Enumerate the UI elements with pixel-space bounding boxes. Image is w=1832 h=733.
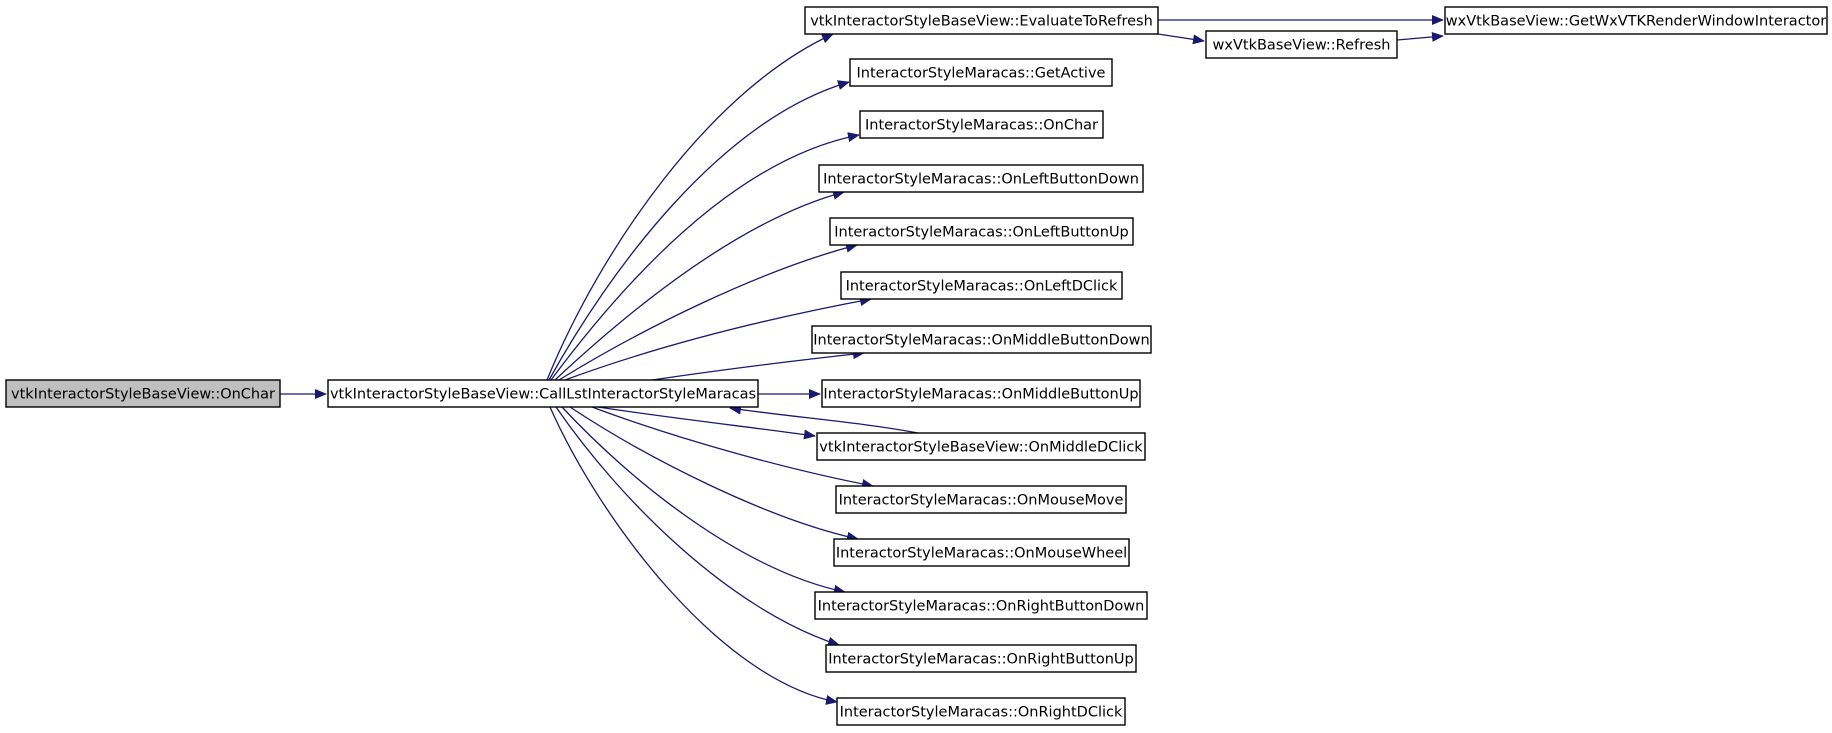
node-onchar-root[interactable]: vtkInteractorStyleBaseView::OnChar — [5, 379, 281, 408]
edge-calllst-to-getactive — [548, 80, 850, 381]
node-box — [829, 217, 1134, 246]
node-box — [327, 379, 759, 408]
edge-calllst-to-onleftdown — [554, 190, 845, 381]
node-onmousemove[interactable]: InteractorStyleMaracas::OnMouseMove — [835, 485, 1127, 514]
node-refresh[interactable]: wxVtkBaseView::Refresh — [1205, 30, 1398, 59]
node-box — [1205, 30, 1398, 59]
node-onmiddledclick[interactable]: vtkInteractorStyleBaseView::OnMiddleDCli… — [816, 432, 1146, 461]
node-onleftdown[interactable]: InteractorStyleMaracas::OnLeftButtonDown — [818, 164, 1144, 193]
node-label: InteractorStyleMaracas::OnLeftButtonUp — [834, 225, 1129, 241]
node-onchar[interactable]: InteractorStyleMaracas::OnChar — [859, 110, 1104, 139]
node-label: InteractorStyleMaracas::OnChar — [865, 118, 1098, 134]
node-label: vtkInteractorStyleBaseView::OnChar — [11, 387, 275, 403]
node-box — [825, 644, 1137, 673]
edge-refresh-to-getwxvtk — [1396, 31, 1444, 42]
node-box — [840, 271, 1123, 300]
node-box — [833, 538, 1130, 567]
node-onrightdown[interactable]: InteractorStyleMaracas::OnRightButtonDow… — [814, 591, 1148, 620]
node-label: InteractorStyleMaracas::OnMouseMove — [839, 493, 1124, 509]
node-box — [818, 164, 1144, 193]
node-label: InteractorStyleMaracas::OnMiddleButtonDo… — [813, 333, 1149, 349]
node-box — [804, 6, 1159, 35]
node-label: vtkInteractorStyleBaseView::CallLstInter… — [330, 387, 756, 403]
node-onleftup[interactable]: InteractorStyleMaracas::OnLeftButtonUp — [829, 217, 1134, 246]
node-label: InteractorStyleMaracas::GetActive — [857, 66, 1106, 82]
node-label: vtkInteractorStyleBaseView::EvaluateToRe… — [810, 14, 1153, 30]
edge-calllst-to-onmousemove — [591, 406, 874, 489]
node-box — [814, 591, 1148, 620]
node-label: vtkInteractorStyleBaseView::OnMiddleDCli… — [819, 440, 1143, 456]
node-box — [811, 325, 1152, 354]
node-box — [1444, 6, 1828, 35]
node-onrightup[interactable]: InteractorStyleMaracas::OnRightButtonUp — [825, 644, 1137, 673]
edge-calllst-to-onrightup — [555, 406, 840, 647]
node-label: wxVtkBaseView::GetWxVTKRenderWindowInter… — [1446, 14, 1826, 30]
edge-calllst-to-onleftdclick — [564, 296, 872, 381]
node-getactive[interactable]: InteractorStyleMaracas::GetActive — [849, 58, 1113, 87]
node-label: InteractorStyleMaracas::OnMiddleButtonUp — [823, 387, 1138, 403]
node-box — [835, 485, 1127, 514]
node-evaluate[interactable]: vtkInteractorStyleBaseView::EvaluateToRe… — [804, 6, 1159, 35]
edge-onmiddledclick-to-calllst — [729, 404, 919, 434]
node-label: InteractorStyleMaracas::OnLeftDClick — [846, 279, 1118, 295]
edges-layer — [280, 15, 1444, 705]
node-onmousewheel[interactable]: InteractorStyleMaracas::OnMouseWheel — [833, 538, 1130, 567]
edge-calllst-to-onleftup — [558, 242, 858, 381]
node-onmiddledown[interactable]: InteractorStyleMaracas::OnMiddleButtonDo… — [811, 325, 1152, 354]
node-box — [816, 432, 1146, 461]
node-label: wxVtkBaseView::Refresh — [1213, 38, 1391, 54]
edge-calllst-to-evaluate — [546, 33, 834, 381]
edge-calllst-to-onrightdown — [561, 406, 846, 595]
node-calllst[interactable]: vtkInteractorStyleBaseView::CallLstInter… — [327, 379, 759, 408]
node-label: InteractorStyleMaracas::OnRightDClick — [840, 705, 1123, 721]
node-label: InteractorStyleMaracas::OnLeftButtonDown — [823, 172, 1139, 188]
edge-evaluate-to-refresh — [1157, 33, 1205, 45]
node-onrightdclick[interactable]: InteractorStyleMaracas::OnRightDClick — [836, 697, 1126, 726]
node-label: InteractorStyleMaracas::OnRightButtonUp — [828, 652, 1133, 668]
node-box — [849, 58, 1113, 87]
node-onmiddleup[interactable]: InteractorStyleMaracas::OnMiddleButtonUp — [821, 379, 1141, 408]
node-box — [5, 379, 281, 408]
node-box — [859, 110, 1104, 139]
node-box — [836, 697, 1126, 726]
edge-calllst-to-onrightdclick — [549, 406, 838, 705]
edge-calllst-to-onchar — [550, 132, 860, 381]
node-label: InteractorStyleMaracas::OnRightButtonDow… — [818, 599, 1145, 615]
node-box — [821, 379, 1141, 408]
node-label: InteractorStyleMaracas::OnMouseWheel — [836, 546, 1127, 562]
node-onleftdclick[interactable]: InteractorStyleMaracas::OnLeftDClick — [840, 271, 1123, 300]
edge-calllst-to-onmiddledclick — [597, 406, 816, 440]
node-getwxvtk[interactable]: wxVtkBaseView::GetWxVTKRenderWindowInter… — [1444, 6, 1828, 35]
edge-calllst-to-onmousewheel — [569, 406, 859, 542]
edge-calllst-to-onmiddledown — [651, 349, 865, 381]
